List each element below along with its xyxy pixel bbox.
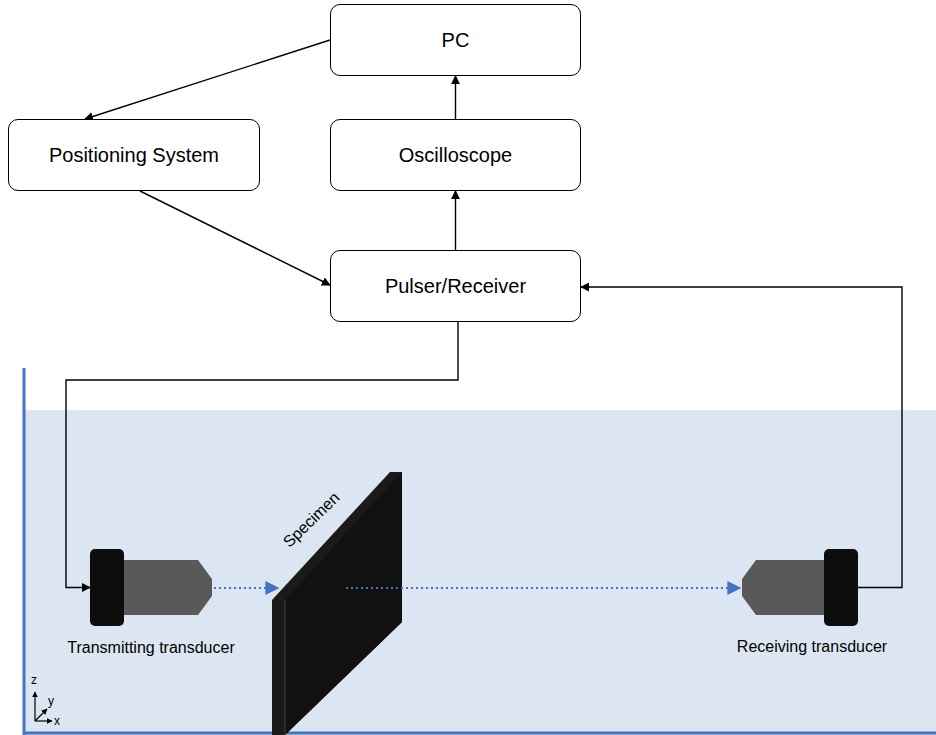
transducer: Receiving transducer — [742, 549, 858, 626]
positioning-box: Positioning System — [8, 119, 260, 191]
ultrasound-beam — [346, 587, 740, 589]
connector-arrow — [85, 40, 330, 119]
transducer-back — [90, 549, 124, 626]
transducer-label: Receiving transducer — [737, 638, 887, 656]
transducer-symbol — [90, 549, 212, 626]
axis-label: x — [54, 714, 60, 728]
box-label: Oscilloscope — [393, 144, 518, 167]
box-label: Positioning System — [43, 144, 225, 167]
pulser-receiver-box: Pulser/Receiver — [330, 250, 581, 322]
tank-wall — [23, 368, 26, 735]
connector-arrow — [66, 322, 458, 588]
axis-label: z — [31, 673, 37, 687]
transducer-label: Transmitting transducer — [67, 639, 234, 657]
axis-z — [34, 692, 35, 721]
transducer-back — [824, 549, 858, 626]
tank-floor — [24, 732, 936, 735]
connector-arrow — [581, 287, 902, 588]
transducer-symbol — [742, 549, 858, 626]
axis-label: y — [48, 694, 54, 708]
transducer-body — [120, 560, 212, 615]
connector-arrow — [140, 191, 330, 285]
specimen-edge — [285, 600, 286, 735]
specimen-face — [285, 472, 402, 735]
water-tank — [24, 410, 936, 735]
transducer-body — [742, 560, 828, 615]
connector-arrow — [455, 191, 456, 250]
axis-x — [35, 720, 52, 721]
specimen-plate — [272, 472, 402, 735]
ultrasound-beam — [214, 587, 278, 589]
connector-arrow — [455, 76, 456, 119]
computer-box: PC — [330, 4, 581, 76]
oscilloscope-box: Oscilloscope — [330, 119, 581, 191]
box-label: PC — [436, 29, 476, 52]
box-label: Pulser/Receiver — [379, 275, 532, 298]
transducer: Transmitting transducer — [90, 549, 212, 626]
axis-y — [35, 709, 47, 721]
